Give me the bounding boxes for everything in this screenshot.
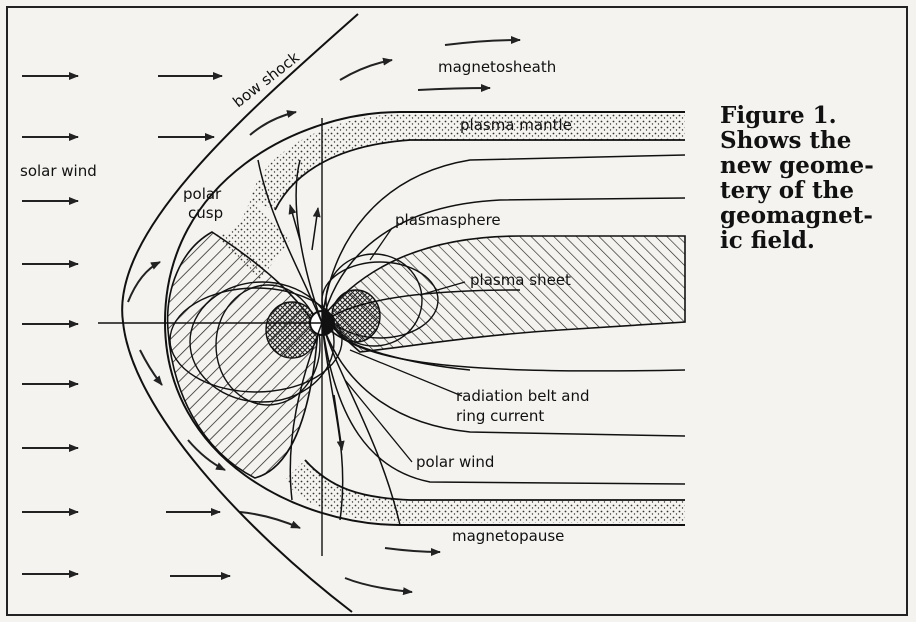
caption-line-1: Figure 1.	[720, 103, 910, 128]
radiation-belt-right	[332, 290, 380, 342]
figure-caption: Figure 1. Shows the new geome- tery of t…	[720, 103, 910, 253]
caption-line-4: tery of the	[720, 178, 910, 203]
label-magnetopause: magnetopause	[452, 527, 564, 545]
label-bow-shock: bow shock	[229, 48, 303, 111]
label-radiation-belt-2: ring current	[456, 407, 544, 425]
label-polar-cusp-2: cusp	[188, 204, 223, 222]
label-plasmasphere: plasmasphere	[395, 211, 501, 229]
label-magnetosheath: magnetosheath	[438, 58, 556, 76]
caption-line-5: geomagnet-	[720, 203, 910, 228]
caption-line-2: Shows the	[720, 128, 910, 153]
radiation-belt-left	[266, 302, 318, 358]
label-plasma-sheet: plasma sheet	[470, 271, 571, 289]
label-plasma-mantle: plasma mantle	[460, 116, 572, 134]
label-radiation-belt-1: radiation belt and	[456, 387, 590, 405]
caption-line-6: ic field.	[720, 228, 910, 253]
label-polar-cusp-1: polar	[183, 185, 222, 203]
caption-line-3: new geome-	[720, 153, 910, 178]
label-solar-wind: solar wind	[20, 162, 97, 180]
label-polar-wind: polar wind	[416, 453, 494, 471]
